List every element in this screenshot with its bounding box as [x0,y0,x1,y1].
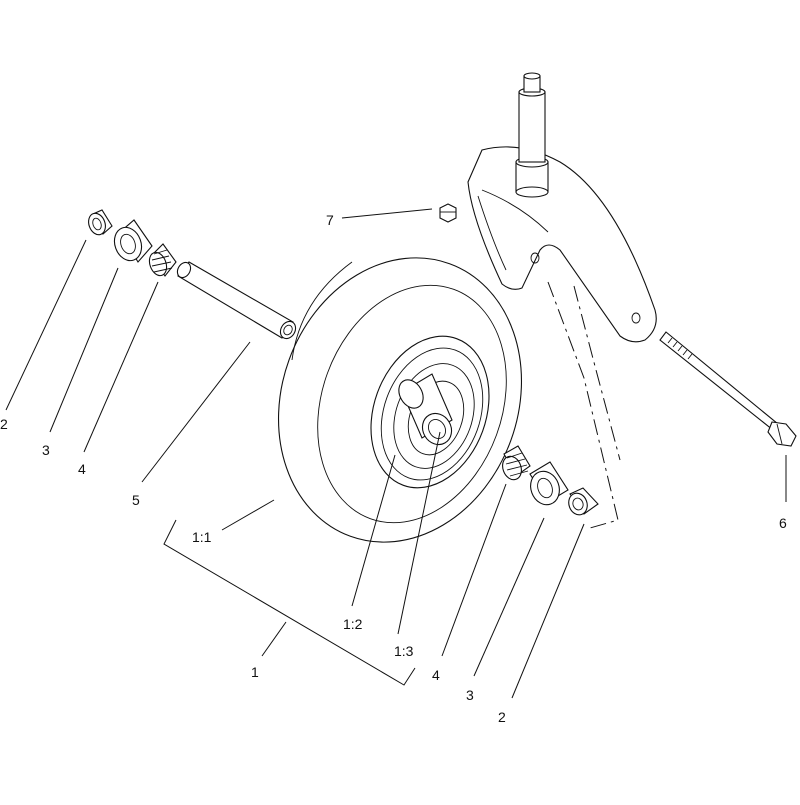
callout-washer-right: 2 [498,709,506,725]
hub-bushing [398,373,453,446]
right-bearing-cup [529,461,569,506]
callout-washer-left: 2 [0,416,8,432]
callout-cone-right: 4 [432,667,440,683]
callout-assembly: 1 [251,664,259,680]
right-bearing-cone [502,445,531,481]
spacer-tube [176,261,297,340]
caster-fork [467,146,657,529]
callout-labels: 2 3 4 5 7 6 1:1 1:2 1:3 4 3 2 1 [0,212,787,725]
left-washer [88,209,113,236]
callout-spacer: 5 [132,492,140,508]
left-bearing-cup [113,219,153,263]
callout-bushing: 1:3 [394,643,414,659]
callout-cup-left: 3 [42,442,50,458]
left-bearing-cone [148,243,177,277]
callout-rim: 1:2 [343,616,363,632]
callout-tire: 1:1 [192,529,212,545]
leader-lines [5,208,787,699]
kingpin-stem [515,72,549,198]
right-washer [568,487,599,516]
callout-nut: 7 [326,212,334,228]
lock-nut [439,203,457,223]
callout-bolt: 6 [779,515,787,531]
callout-cone-left: 4 [78,461,86,477]
callout-cup-right: 3 [466,687,474,703]
axle-bolt [659,331,797,447]
